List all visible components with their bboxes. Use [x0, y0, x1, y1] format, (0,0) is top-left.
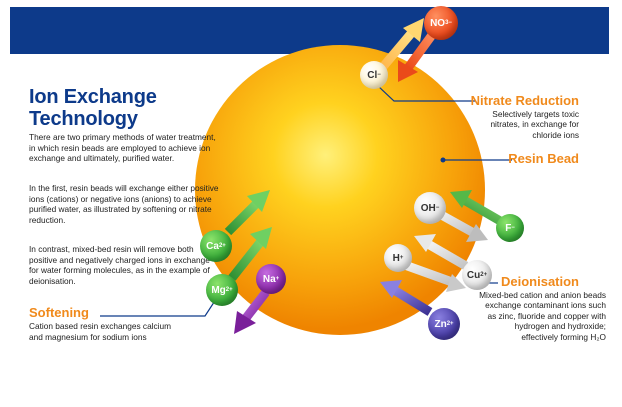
cation-anion-paragraph: In the first, resin beads will exchange …: [29, 183, 219, 225]
arrow-h-in: [400, 259, 466, 292]
ion-sodium: Na+: [256, 264, 286, 294]
arrow-cl-out: [378, 18, 424, 71]
resin-bead: [195, 45, 485, 335]
top-banner: [10, 7, 609, 54]
ion-hydrogen: H+: [384, 244, 412, 272]
arrow-no3-in: [398, 32, 436, 82]
ion-fluoride: F−: [496, 214, 524, 242]
softening-description: Cation based resin exchanges calcium and…: [29, 321, 172, 342]
arrow-zn-out: [380, 280, 433, 316]
ion-chloride: Cl−: [360, 61, 388, 89]
arrow-mg-out: [228, 227, 272, 281]
page-title: Ion Exchange Technology: [29, 86, 157, 130]
resin-bead-label: Resin Bead: [508, 151, 579, 166]
arrow-cu-out: [414, 234, 469, 270]
nitrate-reduction-description: Selectively targets toxic nitrates, in e…: [490, 109, 579, 140]
softening-title: Softening: [29, 305, 89, 320]
intro-paragraph: There are two primary methods of water t…: [29, 132, 216, 164]
nitrate-reduction-title: Nitrate Reduction: [470, 93, 579, 108]
arrow-na-in: [234, 289, 270, 334]
ion-hydroxide: OH−: [414, 192, 446, 224]
arrow-ca-out: [224, 190, 270, 236]
arrow-f-out: [450, 190, 505, 226]
mixed-bed-paragraph: In contrast, mixed-bed resin will remove…: [29, 244, 210, 286]
deionisation-title: Deionisation: [500, 274, 579, 289]
deionisation-description: Mixed-bed cation and anion beads exchang…: [479, 290, 606, 342]
